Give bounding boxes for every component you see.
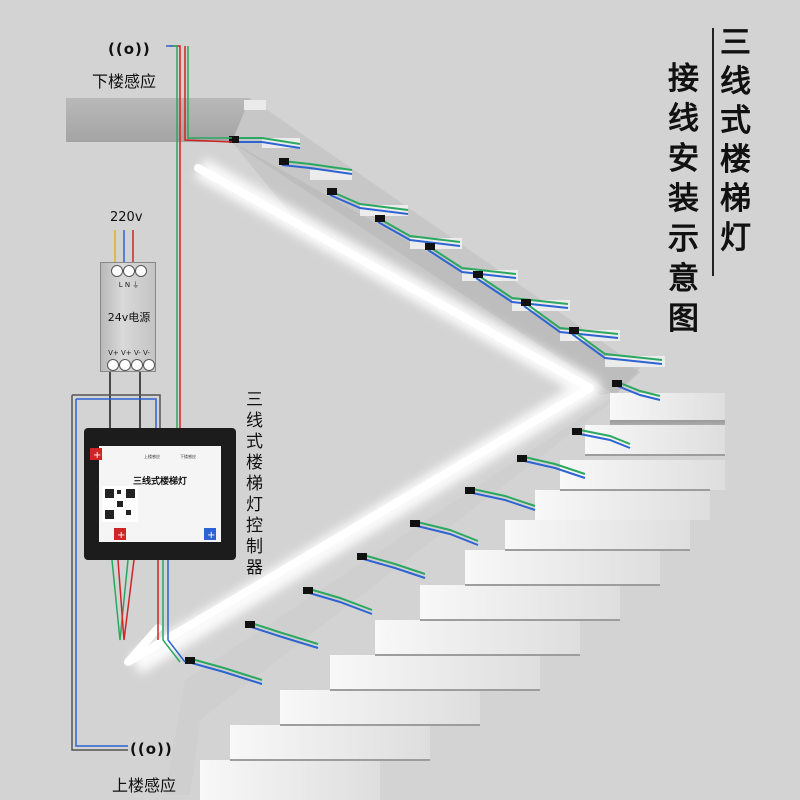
terminal-v-minus-1 bbox=[131, 359, 143, 371]
upstairs-sensor-icon: ((o)) bbox=[130, 740, 173, 758]
input-voltage-label: 220v bbox=[110, 210, 143, 225]
downstairs-sensor-icon: ((o)) bbox=[108, 40, 151, 58]
title-divider bbox=[712, 28, 714, 276]
controller-wiring bbox=[71, 45, 233, 751]
lower-steps bbox=[200, 393, 725, 800]
svg-text:+: + bbox=[93, 450, 101, 460]
upstairs-sensor-label: 上楼感应 bbox=[112, 776, 177, 795]
power-supply-name: 24v电源 bbox=[107, 311, 151, 324]
strip-connectors bbox=[185, 136, 622, 664]
controller-device-title: 三线式楼梯灯 bbox=[132, 477, 187, 487]
upper-flight-shadow bbox=[232, 142, 640, 395]
title-column-1: 三线 式楼 梯灯 bbox=[720, 25, 751, 256]
terminal-n bbox=[123, 265, 135, 277]
step-led-wires-upper bbox=[232, 137, 663, 401]
terminal-v-plus-2 bbox=[119, 359, 131, 371]
terminal-label-upstairs: 上楼感应 bbox=[144, 454, 160, 459]
power-supply: L N ⏚ 24v电源 V+ V+ V- V- bbox=[100, 262, 156, 372]
terminal-block-bottom-right: + bbox=[204, 528, 216, 540]
upper-slab bbox=[66, 98, 250, 142]
downstairs-sensor-label: 下楼感应 bbox=[92, 72, 157, 91]
terminal-v-minus-2 bbox=[143, 359, 155, 371]
terminal-ground bbox=[135, 265, 147, 277]
step-led-wires-lower bbox=[187, 428, 631, 685]
input-pin-labels: L N ⏚ bbox=[118, 281, 140, 289]
title-column-2: 接线 安装 示意 图 bbox=[668, 61, 699, 337]
terminal-l bbox=[111, 265, 123, 277]
terminal-block-bottom-left: + bbox=[114, 528, 126, 540]
terminal-v-plus-1 bbox=[107, 359, 119, 371]
led-strip bbox=[124, 164, 594, 666]
terminal-label-downstairs: 下楼感应 bbox=[180, 454, 196, 459]
controller-side-label: 三线 式楼 梯灯 控制 器 bbox=[246, 390, 263, 578]
qr-code bbox=[102, 486, 138, 522]
svg-text:+: + bbox=[117, 530, 125, 540]
output-pin-labels: V+ V+ V- V- bbox=[108, 349, 150, 357]
svg-text:+: + bbox=[207, 530, 215, 540]
controller-box: 三线式楼梯灯 上楼感应 下楼感应 + + + bbox=[84, 428, 236, 560]
terminal-block-left: + bbox=[90, 448, 102, 460]
